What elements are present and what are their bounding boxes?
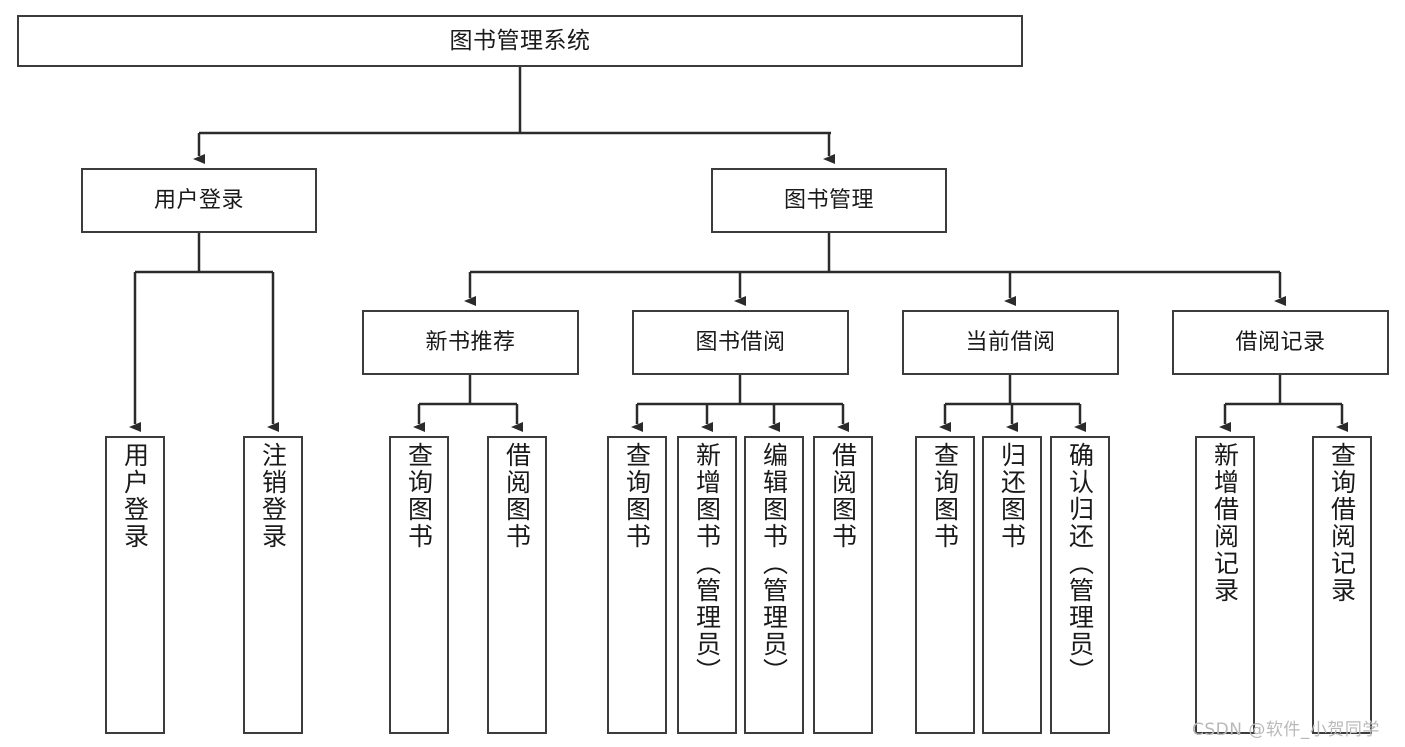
node-user-login[interactable]: 用户登录 — [81, 168, 317, 233]
node-borrow-record-label: 借阅记录 — [1235, 329, 1326, 355]
node-borrow-record[interactable]: 借阅记录 — [1172, 310, 1389, 375]
node-current-borrow-label: 当前借阅 — [965, 329, 1056, 355]
node-leaf-query-book-2-label: 查询图书 — [622, 442, 652, 550]
node-root[interactable]: 图书管理系统 — [17, 15, 1023, 67]
node-book-borrow-label: 图书借阅 — [695, 329, 786, 355]
node-new-book-rec[interactable]: 新书推荐 — [362, 310, 579, 375]
node-leaf-query-record-label: 查询借阅记录 — [1327, 442, 1357, 604]
node-leaf-query-book-3-label: 查询图书 — [930, 442, 960, 550]
node-leaf-borrow-book-1[interactable]: 借阅图书 — [487, 436, 547, 734]
node-leaf-add-record[interactable]: 新增借阅记录 — [1195, 436, 1255, 734]
node-leaf-user-logout-label: 注销登录 — [258, 442, 288, 550]
node-leaf-query-book-2[interactable]: 查询图书 — [607, 436, 667, 734]
node-book-borrow[interactable]: 图书借阅 — [632, 310, 849, 375]
node-leaf-return-book-label: 归还图书 — [997, 442, 1027, 550]
node-root-label: 图书管理系统 — [449, 27, 591, 54]
node-leaf-edit-book-label: 编辑图书（管理员） — [759, 442, 789, 685]
node-leaf-add-record-label: 新增借阅记录 — [1210, 442, 1240, 604]
node-book-manage-label: 图书管理 — [783, 187, 874, 213]
node-leaf-borrow-book-1-label: 借阅图书 — [502, 442, 532, 550]
node-leaf-confirm-return[interactable]: 确认归还（管理员） — [1050, 436, 1110, 734]
node-leaf-user-logout[interactable]: 注销登录 — [243, 436, 303, 734]
csdn-watermark: CSDN @软件_小贺同学 — [1192, 720, 1380, 740]
node-leaf-query-book-3[interactable]: 查询图书 — [915, 436, 975, 734]
node-leaf-add-book[interactable]: 新增图书（管理员） — [677, 436, 737, 734]
node-current-borrow[interactable]: 当前借阅 — [902, 310, 1119, 375]
node-leaf-borrow-book-2[interactable]: 借阅图书 — [813, 436, 873, 734]
node-leaf-query-book-1-label: 查询图书 — [404, 442, 434, 550]
node-new-book-rec-label: 新书推荐 — [425, 329, 516, 355]
node-leaf-query-book-1[interactable]: 查询图书 — [389, 436, 449, 734]
node-leaf-edit-book[interactable]: 编辑图书（管理员） — [744, 436, 804, 734]
node-leaf-confirm-return-label: 确认归还（管理员） — [1065, 442, 1095, 685]
node-leaf-user-login-label: 用户登录 — [120, 442, 150, 550]
node-leaf-add-book-label: 新增图书（管理员） — [692, 442, 722, 685]
node-leaf-borrow-book-2-label: 借阅图书 — [828, 442, 858, 550]
node-leaf-query-record[interactable]: 查询借阅记录 — [1312, 436, 1372, 734]
node-leaf-user-login[interactable]: 用户登录 — [105, 436, 165, 734]
node-leaf-return-book[interactable]: 归还图书 — [982, 436, 1042, 734]
node-user-login-label: 用户登录 — [153, 187, 244, 213]
node-book-manage[interactable]: 图书管理 — [711, 168, 947, 233]
